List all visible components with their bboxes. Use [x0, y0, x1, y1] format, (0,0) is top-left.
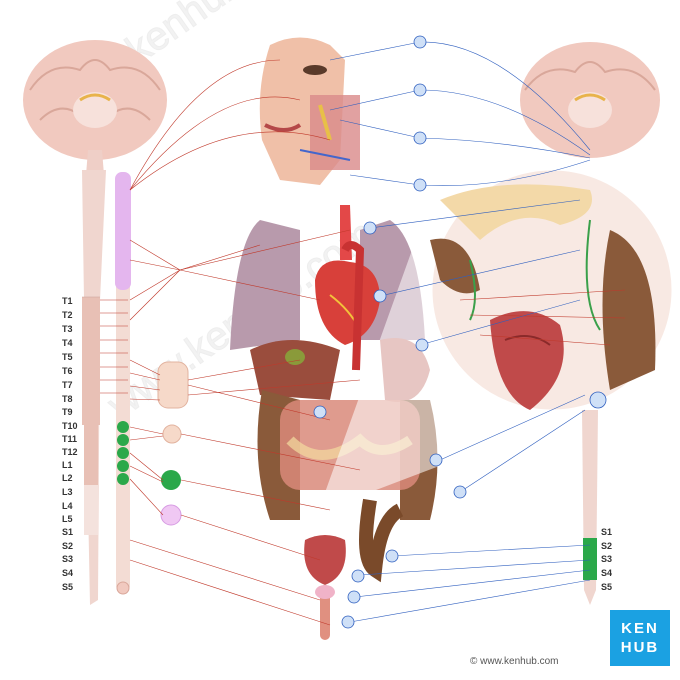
segment-label: T1: [62, 296, 73, 306]
heart-icon: [315, 205, 380, 371]
magnifier-inset-icon: [318, 165, 677, 512]
copyright-text: © www.kenhub.com: [470, 656, 559, 667]
segment-label: S1: [601, 527, 613, 537]
logo-line-1: KEN: [621, 620, 659, 637]
logo-line-2: HUB: [620, 639, 660, 656]
segment-label: T4: [62, 338, 73, 348]
left-brain-icon: [23, 40, 167, 175]
face-icon: [259, 37, 360, 185]
right-spinal-cord-icon: [582, 410, 598, 605]
segment-label: L5: [62, 514, 73, 524]
segment-label: S2: [62, 541, 74, 551]
segment-label: T3: [62, 324, 73, 334]
segment-label: S5: [601, 582, 613, 592]
segment-label: T10: [62, 421, 78, 431]
segment-label: L1: [62, 460, 73, 470]
left-spinal-cord-icon: [82, 170, 106, 605]
segment-label: S1: [62, 527, 74, 537]
right-brain-icon: [520, 42, 660, 158]
segment-label: T7: [62, 380, 73, 390]
segment-label: T8: [62, 394, 73, 404]
segment-label: S4: [601, 568, 613, 578]
parasympathetic-fibers: [329, 41, 591, 623]
segment-label: S3: [62, 554, 74, 564]
segment-label: T5: [62, 352, 73, 362]
segment-label: T12: [62, 447, 78, 457]
segment-label: S3: [601, 554, 613, 564]
segment-label: L4: [62, 501, 73, 511]
segment-label: T11: [62, 434, 78, 444]
segment-label: S5: [62, 582, 74, 592]
segment-label: T9: [62, 407, 73, 417]
prevertebral-ganglia-icon: [157, 361, 189, 526]
segment-label: S2: [601, 541, 613, 551]
sympathetic-chain-icon: [115, 172, 131, 595]
sympathetic-fibers: [100, 59, 626, 626]
kenhub-logo[interactable]: KEN HUB: [610, 610, 670, 666]
segment-label: L2: [62, 473, 73, 483]
ganglion-icon: [313, 35, 607, 629]
segment-label: L3: [62, 487, 73, 497]
segment-label: T6: [62, 366, 73, 376]
bladder-icon: [304, 535, 346, 640]
segment-label: T2: [62, 310, 73, 320]
segment-label: S4: [62, 568, 74, 578]
